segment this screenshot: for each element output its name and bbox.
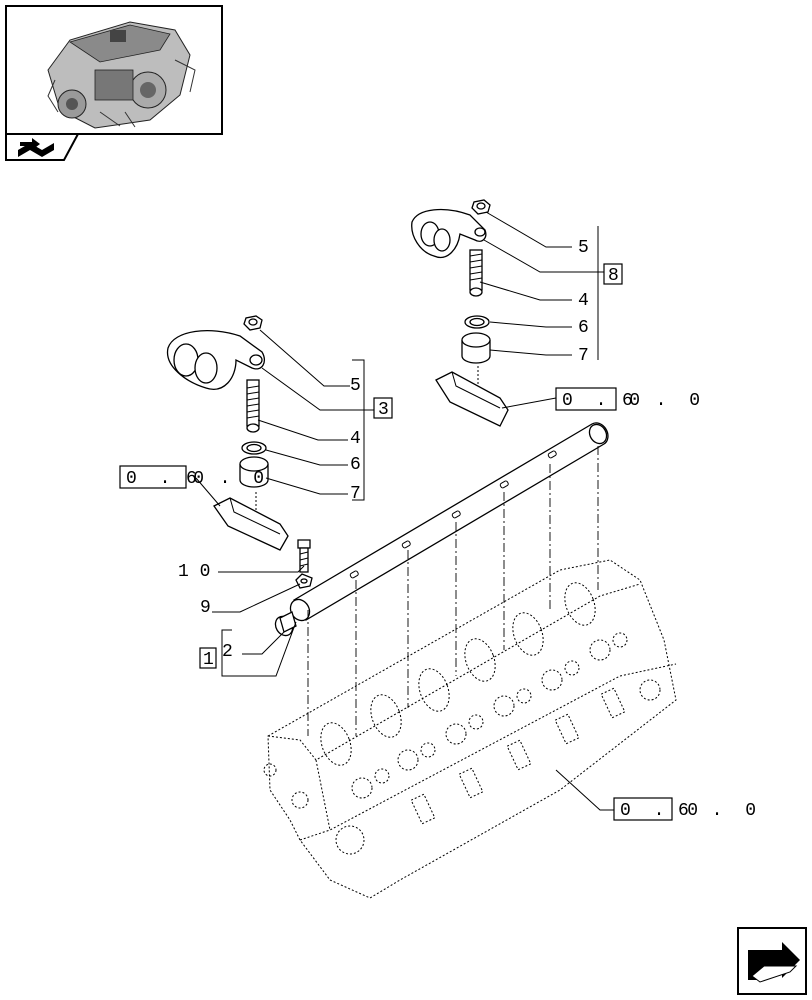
svg-text:1: 1 <box>203 650 214 670</box>
cap-left <box>239 456 269 488</box>
callout-right-7: 7 <box>578 346 589 366</box>
svg-text:0 . 0: 0 . 0 <box>562 391 646 411</box>
callout-shaft-2: 2 <box>222 642 233 662</box>
callout-left-6: 6 <box>350 455 361 475</box>
callout-box-right-8[interactable]: 8 <box>603 263 623 286</box>
pushrod-block-left <box>213 492 289 551</box>
svg-text:8: 8 <box>608 266 619 286</box>
rocker-arm-right <box>411 208 487 259</box>
callout-box-left-3[interactable]: 3 <box>373 397 393 420</box>
svg-text:6 . 0: 6 . 0 <box>186 469 270 489</box>
callout-washer-9: 9 <box>200 598 211 618</box>
screw-10 <box>297 539 311 573</box>
adjusting-screw-left <box>246 379 260 433</box>
ring-right <box>464 315 490 329</box>
rocker-shaft <box>289 422 609 622</box>
nut-left <box>243 315 263 331</box>
book-arrow-icon <box>18 138 54 157</box>
cylinder-head <box>263 559 677 899</box>
adjusting-screw-right <box>469 249 483 297</box>
section-tab[interactable] <box>5 133 80 161</box>
ring-left <box>241 441 267 455</box>
callout-right-6: 6 <box>578 318 589 338</box>
callout-right-5: 5 <box>578 238 589 258</box>
engine-thumbnail-icon <box>47 21 196 129</box>
next-page-arrow-icon <box>748 942 800 983</box>
nut-right <box>471 199 491 215</box>
reference-link-bottom[interactable]: 0 . 0 6 . 0 <box>613 797 762 821</box>
callout-box-shaft-1[interactable]: 1 <box>199 647 217 670</box>
rocker-arm-left <box>166 330 266 390</box>
svg-text:0 . 0: 0 . 0 <box>126 469 210 489</box>
cap-right <box>461 332 491 364</box>
svg-text:3: 3 <box>378 400 389 420</box>
reference-link-left[interactable]: 0 . 0 6 . 0 <box>119 465 270 489</box>
callout-right-4: 4 <box>578 291 589 311</box>
washer-9 <box>295 573 313 589</box>
pushrod-block-right <box>435 366 509 427</box>
callout-screw-10: 1 0 <box>178 562 210 582</box>
next-page-button[interactable] <box>737 927 807 995</box>
thumbnail-panel[interactable] <box>5 5 223 135</box>
callout-left-7: 7 <box>350 484 361 504</box>
alignment-lines <box>307 446 599 736</box>
reference-link-top-right[interactable]: 0 . 0 6 . 0 <box>555 387 706 411</box>
svg-text:0 . 0: 0 . 0 <box>620 801 704 821</box>
shaft-end-plug <box>274 611 297 637</box>
svg-text:6 . 0: 6 . 0 <box>622 391 706 411</box>
callout-left-4: 4 <box>350 429 361 449</box>
svg-text:6 . 0: 6 . 0 <box>678 801 762 821</box>
callout-left-5: 5 <box>350 376 361 396</box>
